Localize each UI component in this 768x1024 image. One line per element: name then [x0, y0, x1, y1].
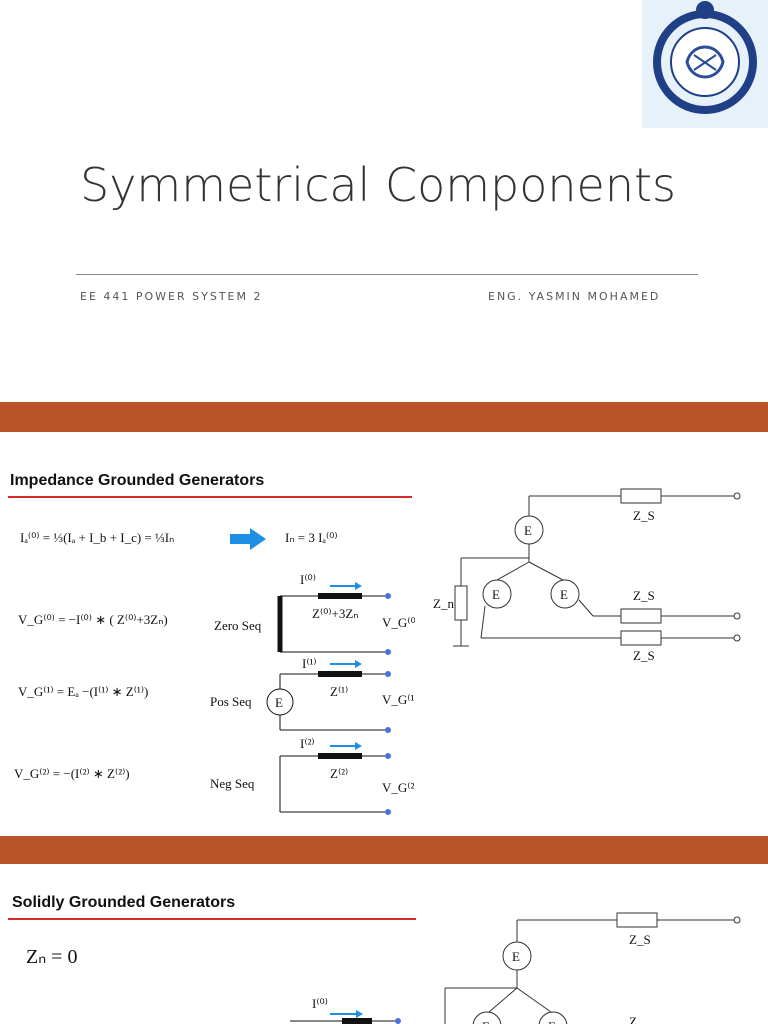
- terminal-icon: [385, 649, 391, 655]
- terminal-icon: [385, 809, 391, 815]
- grounded-wye-generator-diagram: Z_S E E E Z_S Z_S Z_n: [433, 488, 741, 662]
- terminal-icon: [733, 492, 741, 500]
- z-label: Z: [629, 1014, 637, 1024]
- source-label: E: [482, 1019, 490, 1024]
- zero-seq-impedance-label: Z⁽⁰⁾+3Zₙ: [312, 606, 359, 621]
- pos-seq-voltage-label: V_G⁽¹⁾: [382, 692, 415, 707]
- university-seal-logo: [642, 0, 768, 128]
- zero-seq-voltage-equation: V_G⁽⁰⁾ = −I⁽⁰⁾ ∗ ( Z⁽⁰⁾+3Zₙ): [18, 612, 168, 627]
- heading-underline: [8, 496, 412, 498]
- source-label: E: [512, 949, 520, 964]
- source-label: E: [492, 587, 500, 602]
- neg-seq-impedance: [318, 753, 362, 759]
- pos-seq-voltage-equation: V_G⁽¹⁾ = Eₐ −(I⁽¹⁾ ∗ Z⁽¹⁾): [18, 684, 149, 699]
- zero-seq-partial-diagram: I⁽⁰⁾: [290, 996, 401, 1024]
- pos-seq-impedance: [318, 671, 362, 677]
- terminal-icon: [733, 612, 741, 620]
- zs-label: Z_S: [633, 508, 655, 523]
- pos-seq-label: Pos Seq: [210, 694, 252, 709]
- neutral-current-equation: Iₙ = 3 Iₐ⁽⁰⁾: [285, 530, 338, 545]
- sequence-networks-diagram: I⁽⁰⁾ Z⁽⁰⁾+3Zₙ V_G⁽⁰⁾ Zero Seq E I⁽¹⁾ Z⁽¹…: [210, 572, 415, 815]
- zs-label: Z_S: [633, 648, 655, 662]
- zs-impedance: [620, 630, 662, 646]
- title-divider: [76, 274, 698, 275]
- zero-seq-label: Zero Seq: [214, 618, 262, 633]
- zs-label: Z_S: [629, 932, 651, 947]
- solidly-grounded-slide: Solidly Grounded Generators Zₙ = 0 I⁽⁰⁾ …: [0, 864, 768, 1024]
- solid-grounded-wye-diagram: Z_S E E E Z: [444, 912, 741, 1024]
- zs-label: Z_S: [633, 588, 655, 603]
- voltage-source-icon: [266, 688, 294, 716]
- author-name: ENG. YASMIN MOHAMED: [488, 290, 661, 303]
- generator-source-icon: [472, 1011, 502, 1024]
- zero-seq-current-equation: Iₐ⁽⁰⁾ = ⅓(Iₐ + I_b + I_c) = ⅓Iₙ: [20, 530, 175, 545]
- terminal-icon: [385, 753, 391, 759]
- pos-seq-source-label: E: [275, 695, 283, 710]
- zero-seq-current-label: I⁽⁰⁾: [300, 572, 316, 587]
- pos-seq-current-label: I⁽¹⁾: [302, 656, 317, 671]
- slide-heading: Solidly Grounded Generators: [12, 894, 236, 911]
- zero-seq-impedance: [342, 1018, 372, 1024]
- zero-seq-voltage-label: V_G⁽⁰⁾: [382, 615, 415, 630]
- generator-source-icon: [482, 579, 512, 609]
- page-title: Symmetrical Components: [80, 158, 676, 212]
- zn-zero-equation: Zₙ = 0: [26, 946, 78, 968]
- pos-seq-impedance-label: Z⁽¹⁾: [330, 684, 348, 699]
- neg-seq-voltage-label: V_G⁽²⁾: [382, 780, 415, 795]
- neg-seq-voltage-equation: V_G⁽²⁾ = −(I⁽²⁾ ∗ Z⁽²⁾): [14, 766, 130, 781]
- zero-seq-impedance: [318, 593, 362, 599]
- slide-separator-band: [0, 836, 768, 864]
- neg-seq-impedance-label: Z⁽²⁾: [330, 766, 348, 781]
- source-label: E: [548, 1019, 556, 1024]
- heading-underline: [8, 918, 416, 920]
- neutral-impedance: [454, 585, 468, 621]
- neg-seq-label: Neg Seq: [210, 776, 255, 791]
- terminal-icon: [385, 671, 391, 677]
- source-label: E: [560, 587, 568, 602]
- terminal-icon: [385, 727, 391, 733]
- zero-seq-current-label: I⁽⁰⁾: [312, 996, 328, 1011]
- source-label: E: [524, 523, 532, 538]
- terminal-icon: [395, 1018, 401, 1024]
- university-seal-icon: [642, 0, 768, 128]
- neg-seq-current-label: I⁽²⁾: [300, 736, 315, 751]
- generator-source-icon: [538, 1011, 568, 1024]
- terminal-icon: [733, 916, 741, 924]
- zn-label: Z_n: [433, 596, 454, 611]
- slide-heading: Impedance Grounded Generators: [10, 472, 265, 489]
- course-name: EE 441 POWER SYSTEM 2: [80, 290, 263, 303]
- arrow-right-icon: [230, 528, 266, 550]
- zs-impedance: [616, 912, 658, 928]
- generator-source-icon: [550, 579, 580, 609]
- terminal-icon: [385, 593, 391, 599]
- impedance-grounded-slide: Impedance Grounded Generators Iₐ⁽⁰⁾ = ⅓(…: [0, 432, 768, 836]
- terminal-icon: [733, 634, 741, 642]
- slide-separator-band: [0, 402, 768, 432]
- zs-impedance: [620, 488, 662, 504]
- zs-impedance: [620, 608, 662, 624]
